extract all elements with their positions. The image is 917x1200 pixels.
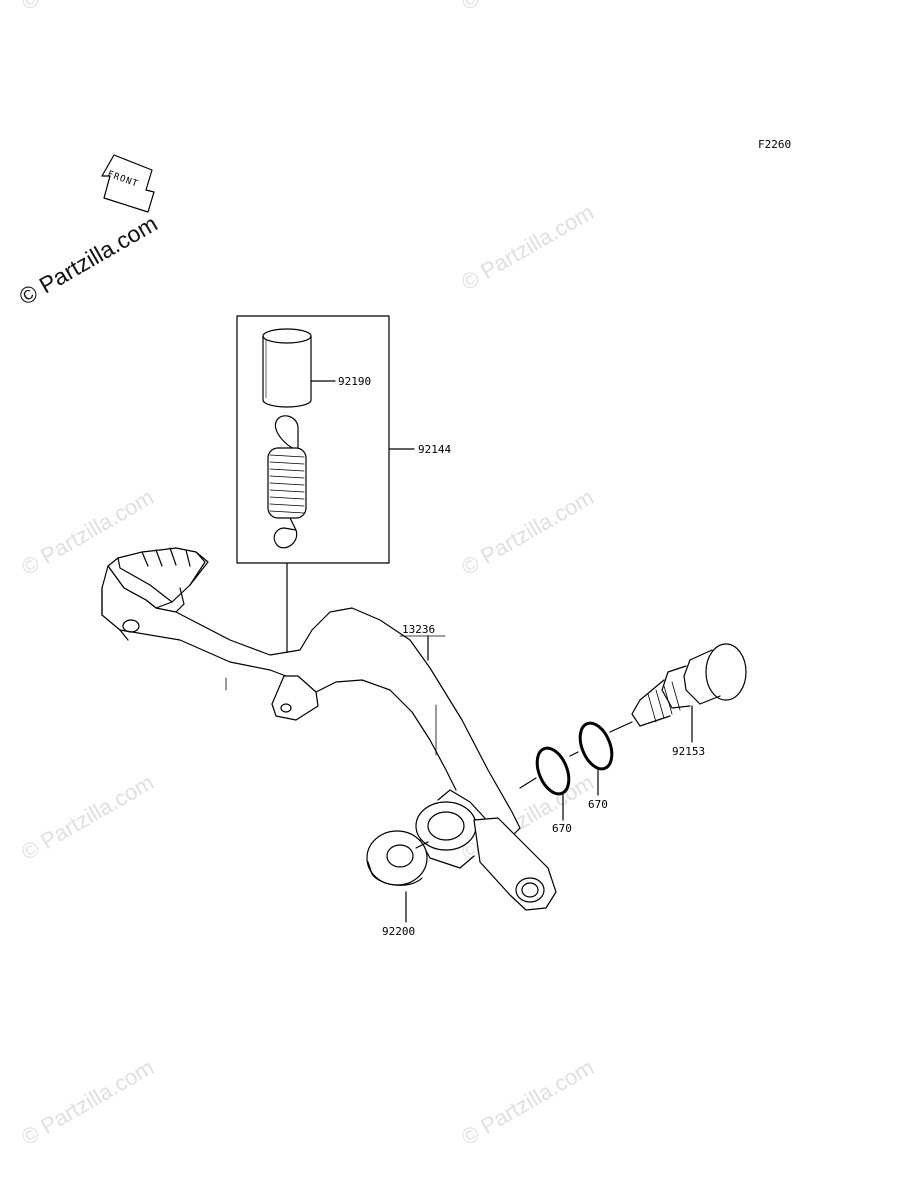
part-number-92190: 92190: [338, 375, 371, 388]
o-ring: [535, 746, 571, 796]
part-number-670: 670: [552, 822, 572, 835]
part-number-92200: 92200: [382, 925, 415, 938]
pivot-bolt: [631, 643, 747, 743]
o-ring: [578, 721, 614, 771]
return-spring: [267, 415, 307, 549]
pedal-sleeve: [262, 328, 312, 408]
part-number-92144: 92144: [418, 443, 451, 456]
part-number-13236: 13236: [402, 623, 435, 636]
diagram-code: F2260: [758, 138, 792, 151]
part-number-92153: 92153: [672, 745, 705, 758]
washer: [366, 830, 428, 886]
front-arrow-icon: FRONT: [101, 154, 155, 213]
spring-assembly-box: [236, 315, 390, 564]
brake-pedal: [101, 547, 557, 911]
part-number-670: 670: [588, 798, 608, 811]
